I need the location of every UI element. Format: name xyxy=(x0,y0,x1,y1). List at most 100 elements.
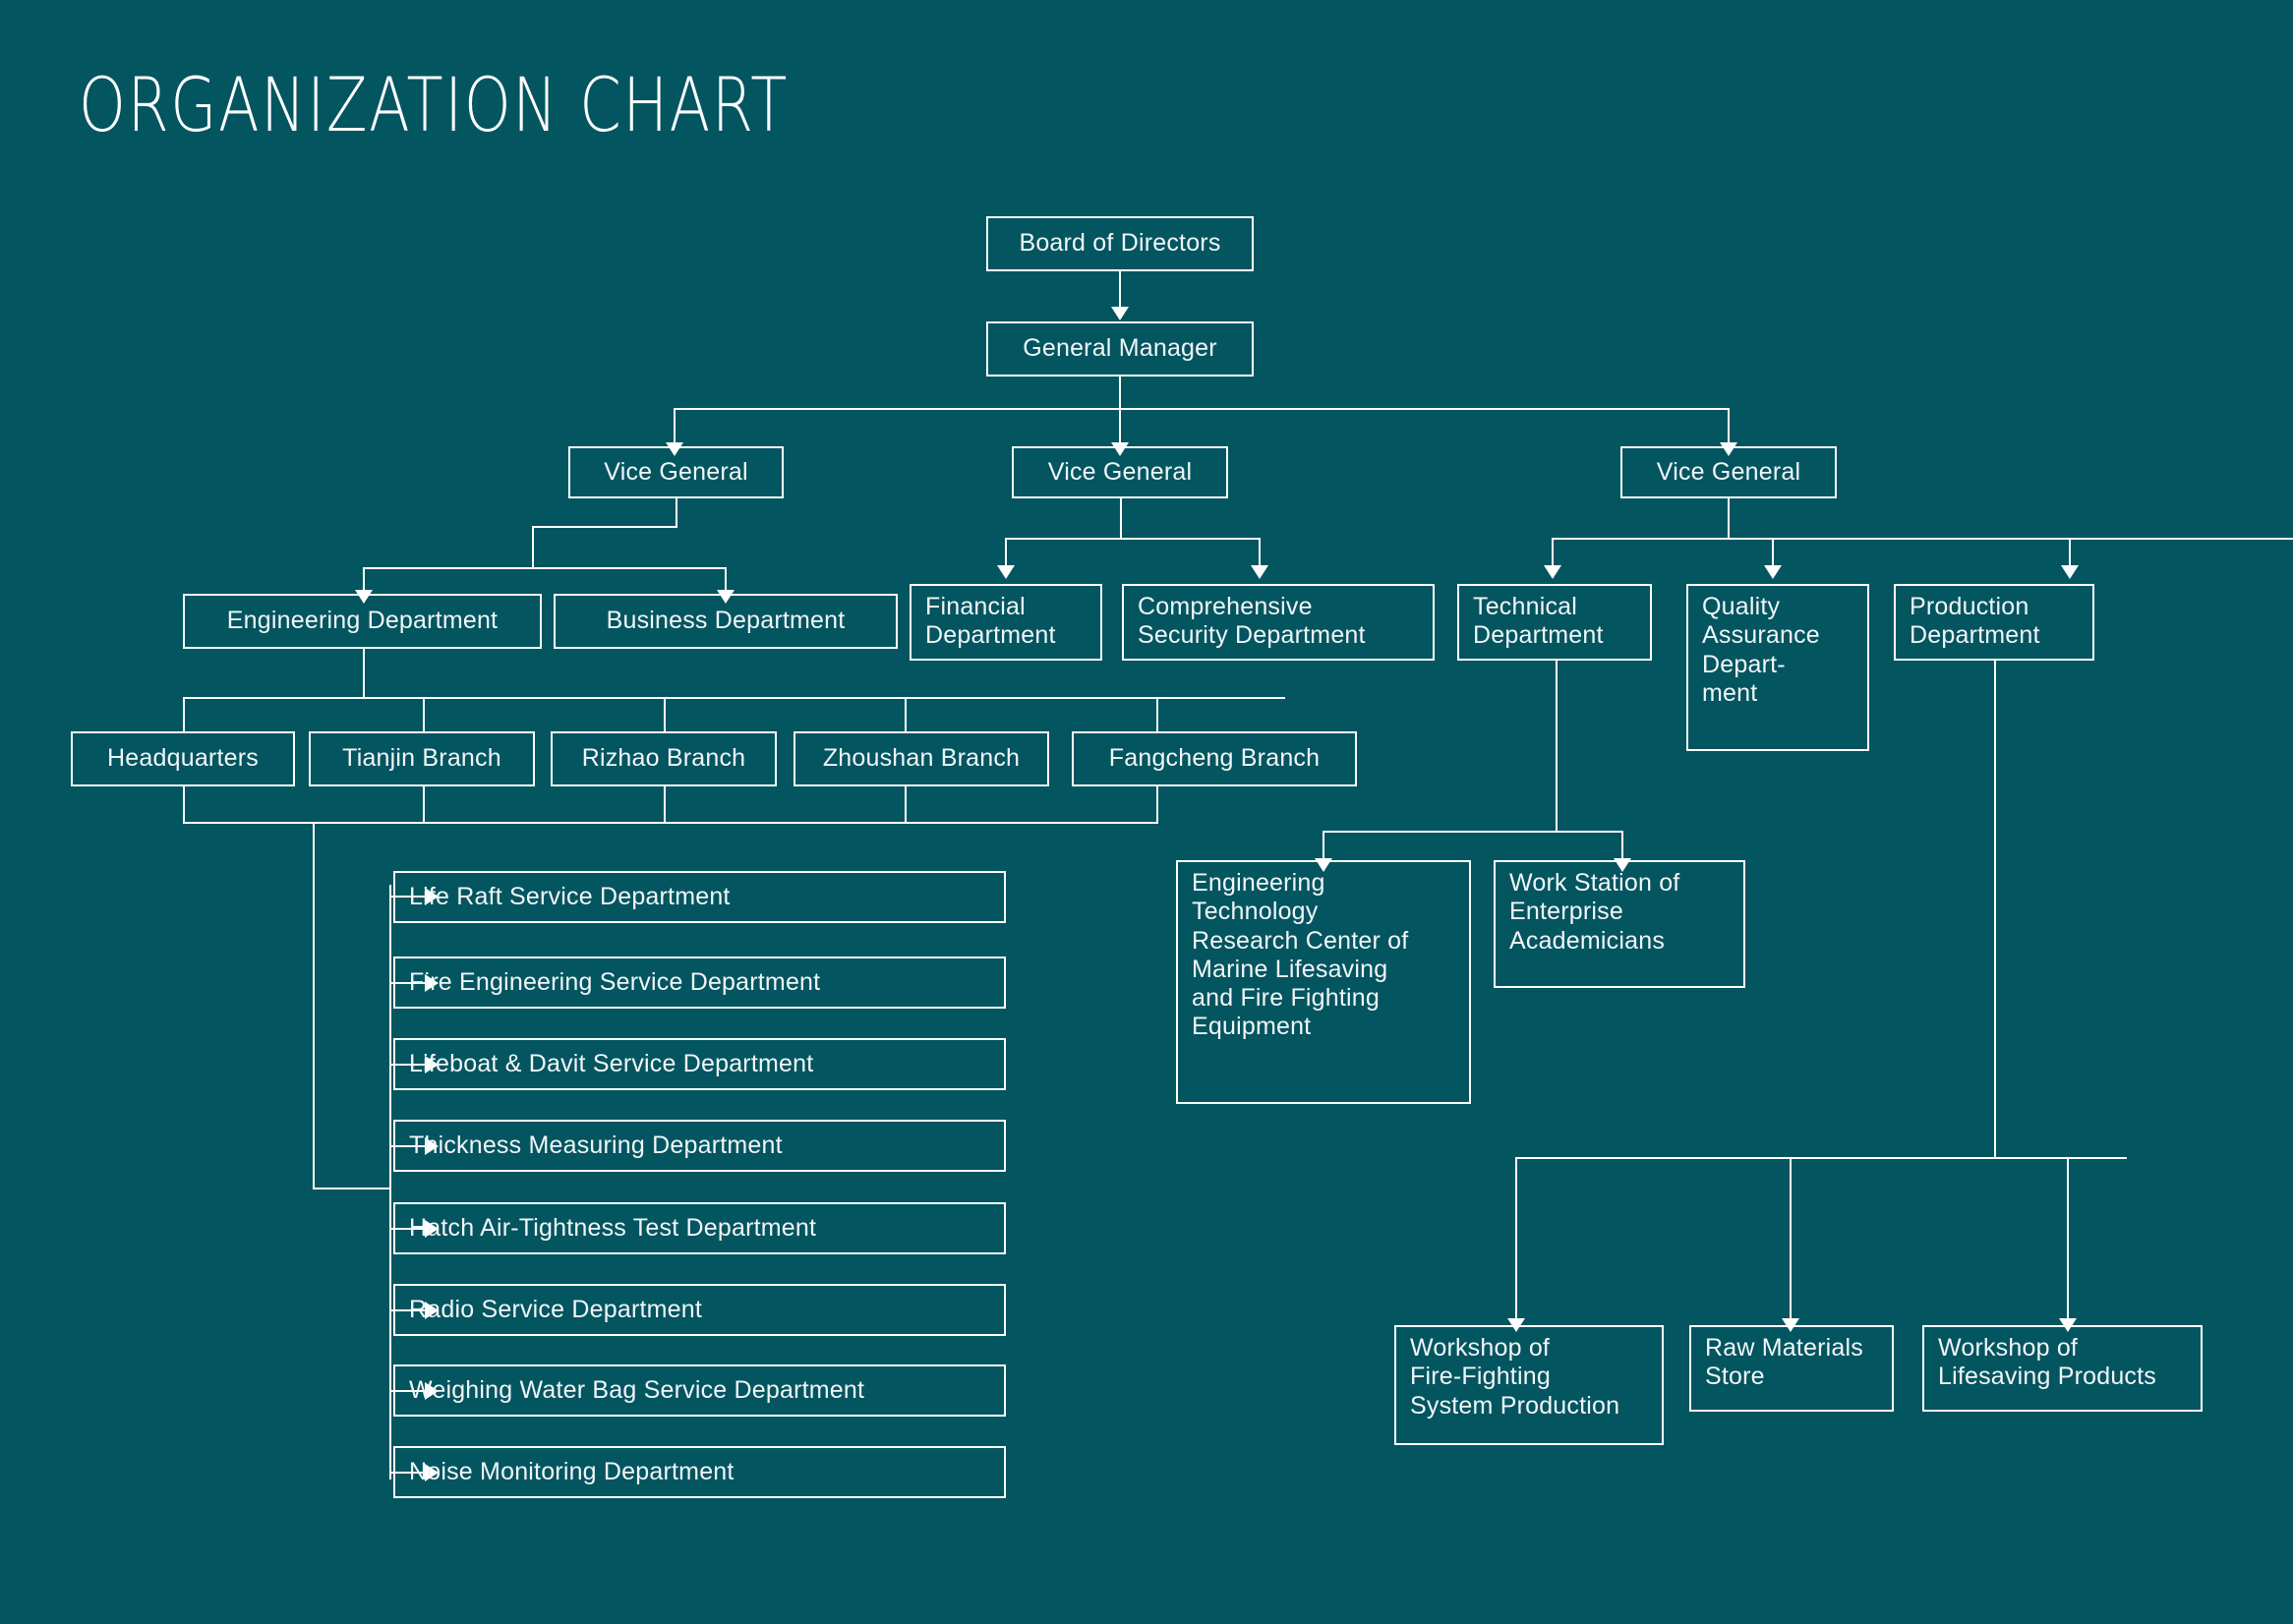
arrow-service-3 xyxy=(425,1056,439,1073)
edge-vgright-to-technical xyxy=(1552,538,1554,569)
edge-vice-general-bus xyxy=(674,408,1730,410)
arrow-quality-assurance-department xyxy=(1764,565,1782,579)
edge-vgright-to-production xyxy=(2069,538,2071,569)
arrow-production-department xyxy=(2061,565,2079,579)
edge-services-spine-upper xyxy=(389,885,391,1189)
edge-production-to-workshop-lifesaving xyxy=(2067,1157,2069,1322)
edge-gm-to-vg-center xyxy=(1119,408,1121,447)
arrow-service-6 xyxy=(425,1302,439,1319)
edge-vgleft-to-business xyxy=(725,567,727,595)
edge-services-spine-jog xyxy=(313,1188,391,1189)
edge-board-to-general-manager xyxy=(1119,271,1121,312)
edge-branch-5-bottom xyxy=(1156,786,1158,824)
node-vice-general-right[interactable]: Vice General xyxy=(1620,446,1837,498)
edge-branches-bus-bottom xyxy=(183,822,1158,824)
node-service-noise-monitoring[interactable]: Noise Monitoring Department xyxy=(393,1446,1006,1498)
node-service-radio[interactable]: Radio Service Department xyxy=(393,1284,1006,1336)
edge-service-7 xyxy=(389,1390,429,1392)
node-quality-assurance-department[interactable]: Quality Assurance Depart- ment xyxy=(1686,584,1869,751)
arrow-service-4 xyxy=(425,1137,439,1155)
edge-branch-2-top xyxy=(423,697,425,731)
edge-gm-to-vg-left xyxy=(674,408,676,447)
node-service-fire-engineering[interactable]: Fire Engineering Service Department xyxy=(393,957,1006,1009)
edge-technical-to-research-center xyxy=(1323,831,1324,862)
edge-branch-3-bottom xyxy=(664,786,666,824)
node-board-of-directors[interactable]: Board of Directors xyxy=(986,216,1254,271)
node-vice-general-center[interactable]: Vice General xyxy=(1012,446,1228,498)
edge-production-bus xyxy=(1515,1157,2127,1159)
arrow-board-to-general-manager xyxy=(1111,307,1129,320)
arrow-engineering-department xyxy=(355,590,373,604)
arrow-business-department xyxy=(717,590,735,604)
node-branch-zhoushan[interactable]: Zhoushan Branch xyxy=(794,731,1049,786)
edge-branch-2-bottom xyxy=(423,786,425,824)
arrow-comprehensive-security-department xyxy=(1251,565,1268,579)
edge-gm-to-vg-right xyxy=(1728,408,1730,447)
edge-vgleft-drop2 xyxy=(532,526,534,567)
node-service-lifeboat-davit[interactable]: Lifeboat & Davit Service Department xyxy=(393,1038,1006,1090)
node-workshop-fire-fighting[interactable]: Workshop of Fire-Fighting System Product… xyxy=(1394,1325,1664,1445)
node-comprehensive-security-department[interactable]: Comprehensive Security Department xyxy=(1122,584,1435,661)
edge-technical-bus xyxy=(1323,831,1623,833)
arrow-vg-left xyxy=(666,442,683,456)
edge-branch-5-top xyxy=(1156,697,1158,731)
node-business-department[interactable]: Business Department xyxy=(554,594,898,649)
edge-services-spine-main xyxy=(313,822,315,1189)
edge-branches-bus-top xyxy=(183,697,1285,699)
arrow-service-2 xyxy=(425,974,439,992)
edge-vgcenter-drop xyxy=(1120,498,1122,538)
node-work-station-academicians[interactable]: Work Station of Enterprise Academicians xyxy=(1494,860,1745,988)
page-title: ORGANIZATION CHART xyxy=(79,61,790,148)
node-production-department[interactable]: Production Department xyxy=(1894,584,2094,661)
node-service-hatch-air-tightness[interactable]: Hatch Air-Tightness Test Department xyxy=(393,1202,1006,1254)
arrow-vg-right xyxy=(1720,442,1737,456)
node-workshop-lifesaving[interactable]: Workshop of Lifesaving Products xyxy=(1922,1325,2203,1412)
arrow-service-7 xyxy=(425,1382,439,1400)
node-branch-rizhao[interactable]: Rizhao Branch xyxy=(551,731,777,786)
node-service-thickness-measuring[interactable]: Thickness Measuring Department xyxy=(393,1120,1006,1172)
node-branch-fangcheng[interactable]: Fangcheng Branch xyxy=(1072,731,1357,786)
edge-service-2 xyxy=(389,982,429,984)
edge-vgleft-jog xyxy=(532,526,677,528)
edge-vgcenter-bus xyxy=(1005,538,1259,540)
node-technical-department[interactable]: Technical Department xyxy=(1457,584,1652,661)
edge-vgright-bus xyxy=(1552,538,2293,540)
arrow-financial-department xyxy=(997,565,1015,579)
arrow-service-1 xyxy=(425,888,439,905)
edge-gm-drop xyxy=(1119,377,1121,408)
arrow-technical-department xyxy=(1544,565,1561,579)
edge-vgleft-drop1 xyxy=(676,498,677,526)
node-engineering-department[interactable]: Engineering Department xyxy=(183,594,542,649)
node-service-life-raft[interactable]: Life Raft Service Department xyxy=(393,871,1006,923)
node-vice-general-left[interactable]: Vice General xyxy=(568,446,784,498)
node-engineering-tech-research-center[interactable]: Engineering Technology Research Center o… xyxy=(1176,860,1471,1104)
edge-branch-1-top xyxy=(183,697,185,731)
arrow-vg-center xyxy=(1111,442,1129,456)
node-branch-tianjin[interactable]: Tianjin Branch xyxy=(309,731,535,786)
edge-engineering-drop xyxy=(363,649,365,697)
arrow-service-5 xyxy=(425,1220,439,1238)
edge-vgcenter-to-financial xyxy=(1005,538,1007,569)
edge-vgleft-bus xyxy=(363,567,727,569)
edge-service-3 xyxy=(389,1064,429,1066)
node-raw-materials-store[interactable]: Raw Materials Store xyxy=(1689,1325,1894,1412)
edge-technical-drop xyxy=(1556,661,1558,833)
node-general-manager[interactable]: General Manager xyxy=(986,321,1254,377)
edge-branch-3-top xyxy=(664,697,666,731)
edge-service-5 xyxy=(389,1228,429,1230)
edge-branch-4-bottom xyxy=(905,786,907,824)
node-service-weighing-water-bag[interactable]: Weighing Water Bag Service Department xyxy=(393,1364,1006,1417)
node-financial-department[interactable]: Financial Department xyxy=(910,584,1102,661)
edge-branch-1-bottom xyxy=(183,786,185,824)
edge-branch-4-top xyxy=(905,697,907,731)
edge-vgright-drop xyxy=(1728,498,1730,538)
edge-vgcenter-to-security xyxy=(1259,538,1261,569)
edge-service-1 xyxy=(389,896,429,898)
edge-production-to-raw-materials xyxy=(1790,1157,1792,1322)
node-branch-headquarters[interactable]: Headquarters xyxy=(71,731,295,786)
edge-vgright-to-quality xyxy=(1772,538,1774,569)
edge-production-to-workshop-fire xyxy=(1515,1157,1517,1322)
arrow-service-8 xyxy=(425,1464,439,1481)
edge-service-6 xyxy=(389,1309,429,1311)
